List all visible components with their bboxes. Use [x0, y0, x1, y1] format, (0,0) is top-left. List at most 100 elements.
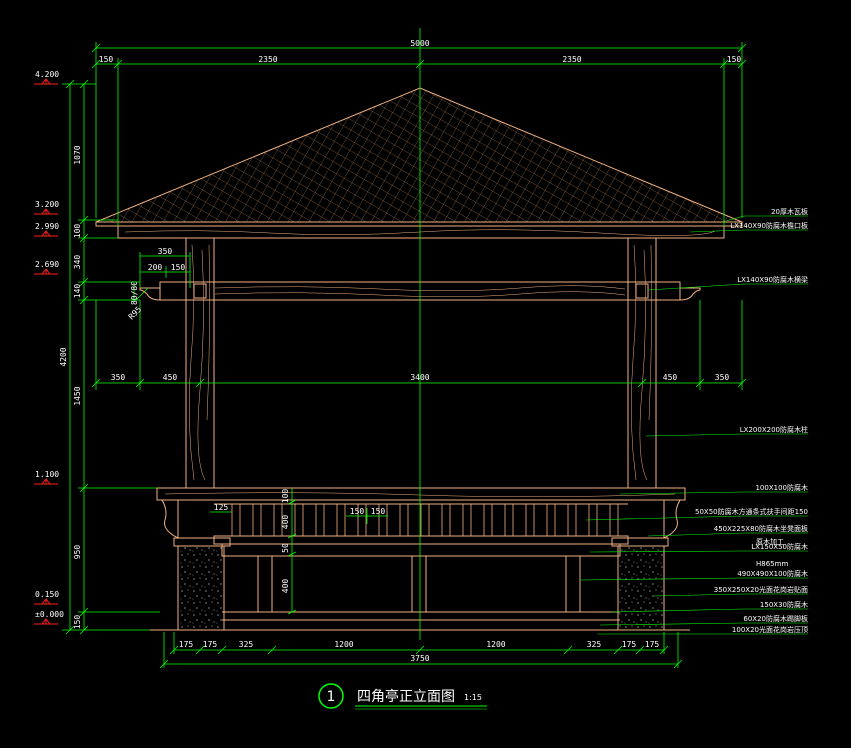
level-marker: 2.690	[34, 260, 59, 275]
annotation-subnote-0: 原木加工	[756, 537, 784, 546]
dim-bracket-h: 80/80	[130, 281, 139, 305]
dim-bot-175c: 175	[622, 640, 637, 649]
dim-top-left-half: 2350	[258, 55, 277, 64]
column-left	[185, 237, 215, 489]
baluster	[462, 503, 472, 537]
annotation: 20厚木瓦板	[725, 207, 808, 222]
level-value: 1.100	[35, 470, 59, 479]
annotation-text: 60X20防腐木踢脚板	[743, 614, 808, 623]
annotation-text: 20厚木瓦板	[771, 207, 808, 216]
annotation-text: 150X30防腐木	[760, 600, 808, 609]
dim-bracket-150: 150	[171, 263, 186, 272]
annotation-text: LX150X50防腐木	[751, 542, 808, 551]
railing	[156, 487, 686, 621]
baluster	[483, 503, 493, 537]
annotation-text: 100X100防腐木	[755, 483, 808, 492]
dim-rail-400b: 400	[281, 579, 290, 594]
baluster	[294, 503, 304, 537]
title-text: 四角亭正立面图	[357, 688, 455, 705]
pier-right	[611, 537, 669, 631]
baluster	[252, 503, 262, 537]
baluster	[231, 503, 241, 537]
annotation: 60X20防腐木踢脚板	[599, 614, 808, 626]
bottom-dimensions	[159, 632, 683, 669]
dim-rail-400a: 400	[281, 515, 290, 530]
annotation-text: 350X250X20光面花岗岩贴面	[714, 585, 808, 594]
annotation: 450X225X80防腐木坐凳面板	[647, 524, 808, 537]
baluster	[399, 503, 409, 537]
left-dimensions	[62, 79, 160, 635]
drawing-title: 1 四角亭正立面图 1:15	[318, 683, 487, 710]
baluster	[357, 503, 367, 537]
dim-mid-right-outer: 350	[715, 373, 730, 382]
dim-left-340: 340	[73, 255, 82, 270]
dim-left-150: 150	[73, 615, 82, 630]
annotation-text: LX140X90防腐木檐口板	[730, 221, 808, 230]
annotation: 100X100防腐木	[619, 483, 808, 495]
dim-left-100: 100	[73, 224, 82, 239]
roof	[95, 87, 743, 239]
annotation-text: 450X225X80防腐木坐凳面板	[714, 524, 808, 533]
annotation-text: 100X20光面花岗岩压顶	[732, 625, 808, 634]
dim-bot-325a: 325	[239, 640, 254, 649]
dim-bracket-350: 350	[158, 247, 173, 256]
annotation: 100X20光面花岗岩压顶	[598, 625, 808, 635]
title-number-circle	[318, 683, 344, 709]
dim-left-140: 140	[73, 284, 82, 299]
dim-left-950: 950	[73, 545, 82, 560]
dim-bracket-200: 200	[148, 263, 163, 272]
dim-rail-100: 100	[281, 489, 290, 504]
level-marker: ±0.000	[34, 610, 64, 625]
top-dimensions	[91, 42, 747, 226]
dim-bot-1200a: 1200	[334, 640, 353, 649]
annotation: LX150X50防腐木	[589, 542, 808, 553]
baluster	[336, 503, 346, 537]
column-right	[627, 237, 657, 489]
baluster	[273, 503, 283, 537]
baluster	[525, 503, 535, 537]
mid-dimensions	[91, 300, 747, 390]
level-value: 3.200	[35, 200, 59, 209]
dim-top-left-eave: 150	[99, 55, 114, 64]
level-marker: 2.990	[34, 222, 59, 237]
dim-top-right-half: 2350	[562, 55, 581, 64]
dim-mid-left-inner: 450	[163, 373, 178, 382]
level-marker: 0.150	[34, 590, 59, 605]
dim-bot-325b: 325	[587, 640, 602, 649]
title-number: 1	[327, 689, 336, 705]
dim-rail-150a: 150	[350, 507, 365, 516]
annotation: LX140X90防腐木檐口板	[689, 221, 808, 233]
baluster	[420, 503, 430, 537]
title-scale: 1:15	[464, 693, 482, 702]
dim-mid-right-inner: 450	[663, 373, 678, 382]
bracket-dimensions	[133, 252, 191, 302]
annotation: 350X250X20光面花岗岩贴面	[653, 585, 808, 597]
level-value: 2.990	[35, 222, 59, 231]
dim-top-total: 5000	[410, 39, 429, 48]
baluster	[378, 503, 388, 537]
level-marker: 1.100	[34, 470, 59, 485]
dim-bracket-r: R95	[127, 305, 144, 322]
dim-mid-center: 3400	[410, 373, 429, 382]
annotation-subnote-1: H865mm	[756, 560, 788, 568]
dim-bot-1200b: 1200	[486, 640, 505, 649]
dim-left-1070: 1070	[73, 145, 82, 164]
dim-left-total: 4200	[59, 347, 68, 366]
dim-bot-total: 3750	[410, 654, 429, 663]
dim-top-right-eave: 150	[727, 55, 742, 64]
level-marker: 3.200	[34, 200, 59, 215]
level-value: 4.200	[35, 70, 59, 79]
level-value: 0.150	[35, 590, 59, 599]
railing-dimensions	[210, 488, 388, 615]
baluster	[504, 503, 514, 537]
level-value: ±0.000	[35, 610, 64, 619]
annotation: 150X30防腐木	[611, 600, 808, 613]
annotation: LX200X200防腐木柱	[645, 425, 808, 437]
baluster	[315, 503, 325, 537]
annotation: LX140X90防腐木横梁	[647, 275, 808, 291]
annotation-text: LX140X90防腐木横梁	[737, 275, 808, 284]
level-value: 2.690	[35, 260, 59, 269]
annotation: 50X50防腐木方通条式扶手间距150	[585, 507, 808, 521]
dim-bot-175d: 175	[645, 640, 660, 649]
